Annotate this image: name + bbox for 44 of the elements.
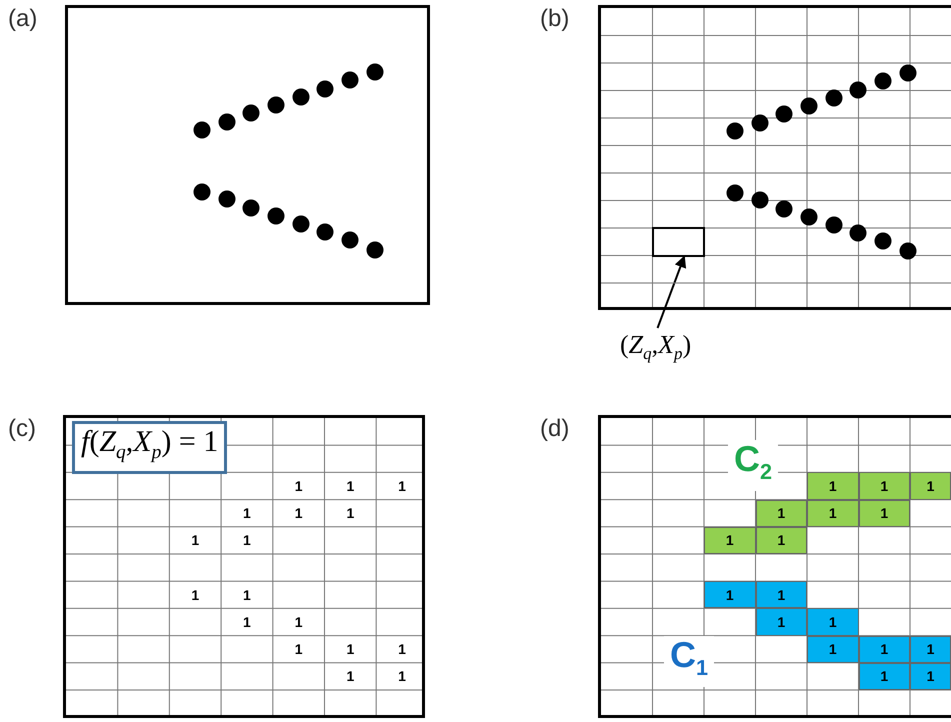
highlighted-cell: 1 (807, 608, 858, 636)
highlighted-cell: 1 (858, 636, 910, 663)
cell-value: 1 (398, 668, 406, 684)
cell-value: 1 (294, 478, 303, 494)
highlighted-cell: 1 (704, 581, 756, 608)
cell-value: 1 (346, 478, 354, 494)
highlighted-cell: 1 (756, 581, 807, 608)
cell-value: 1 (346, 505, 354, 522)
cell-value: 1 (398, 478, 406, 494)
cluster-label: C$_{1}$ (664, 636, 714, 688)
cell-value: 1 (191, 586, 200, 603)
coordinate-label: (Z$_{q}$,X$_{p}$) (620, 328, 692, 372)
selected-grid-cell (652, 227, 705, 256)
highlighted-cell: 1 (910, 662, 951, 690)
highlighted-cell: 1 (756, 608, 807, 636)
cell-value: 1 (294, 614, 303, 630)
cell-value: 1 (346, 641, 354, 658)
cell-value: 1 (294, 505, 303, 522)
cluster-label: C$_{2}$ (728, 440, 778, 492)
highlighted-cell: 1 (756, 526, 807, 554)
highlighted-cell: 1 (807, 500, 858, 527)
highlighted-cell: 1 (807, 472, 858, 500)
highlighted-cell: 1 (858, 662, 910, 690)
panel-label: (d) (540, 415, 570, 443)
cell-value: 1 (243, 614, 251, 630)
cell-value: 1 (398, 641, 406, 658)
panel-label: (b) (540, 5, 570, 33)
cell-value: 1 (294, 641, 303, 658)
highlighted-cell: 1 (807, 636, 858, 663)
highlighted-cell: 1 (910, 636, 951, 663)
highlighted-cell: 1 (704, 526, 756, 554)
panel-label: (c) (8, 415, 36, 443)
highlighted-cell: 1 (756, 500, 807, 527)
panel-label: (a) (8, 5, 38, 33)
formula-box: f(Z$_{q}$,X$_{p}$) = 1 (72, 421, 228, 474)
cell-value: 1 (243, 532, 251, 548)
cell-value: 1 (243, 586, 251, 603)
highlighted-cell: 1 (858, 472, 910, 500)
arrow (656, 255, 686, 328)
highlighted-cell: 1 (910, 472, 951, 500)
cell-value: 1 (243, 505, 251, 522)
cell-value: 1 (191, 532, 200, 548)
cell-value: 1 (346, 668, 354, 684)
highlighted-cell: 1 (858, 500, 910, 527)
